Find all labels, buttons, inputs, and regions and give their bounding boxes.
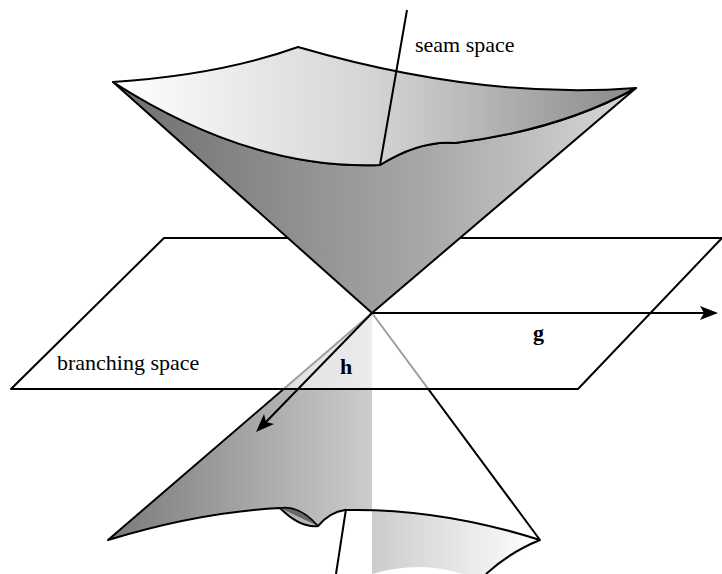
vector-label: h (340, 356, 352, 378)
plane-label: branching space (57, 350, 199, 376)
vector-label: g (533, 322, 544, 344)
branching-plane: branching space (10, 237, 722, 389)
seam-label: seam space (415, 34, 515, 56)
